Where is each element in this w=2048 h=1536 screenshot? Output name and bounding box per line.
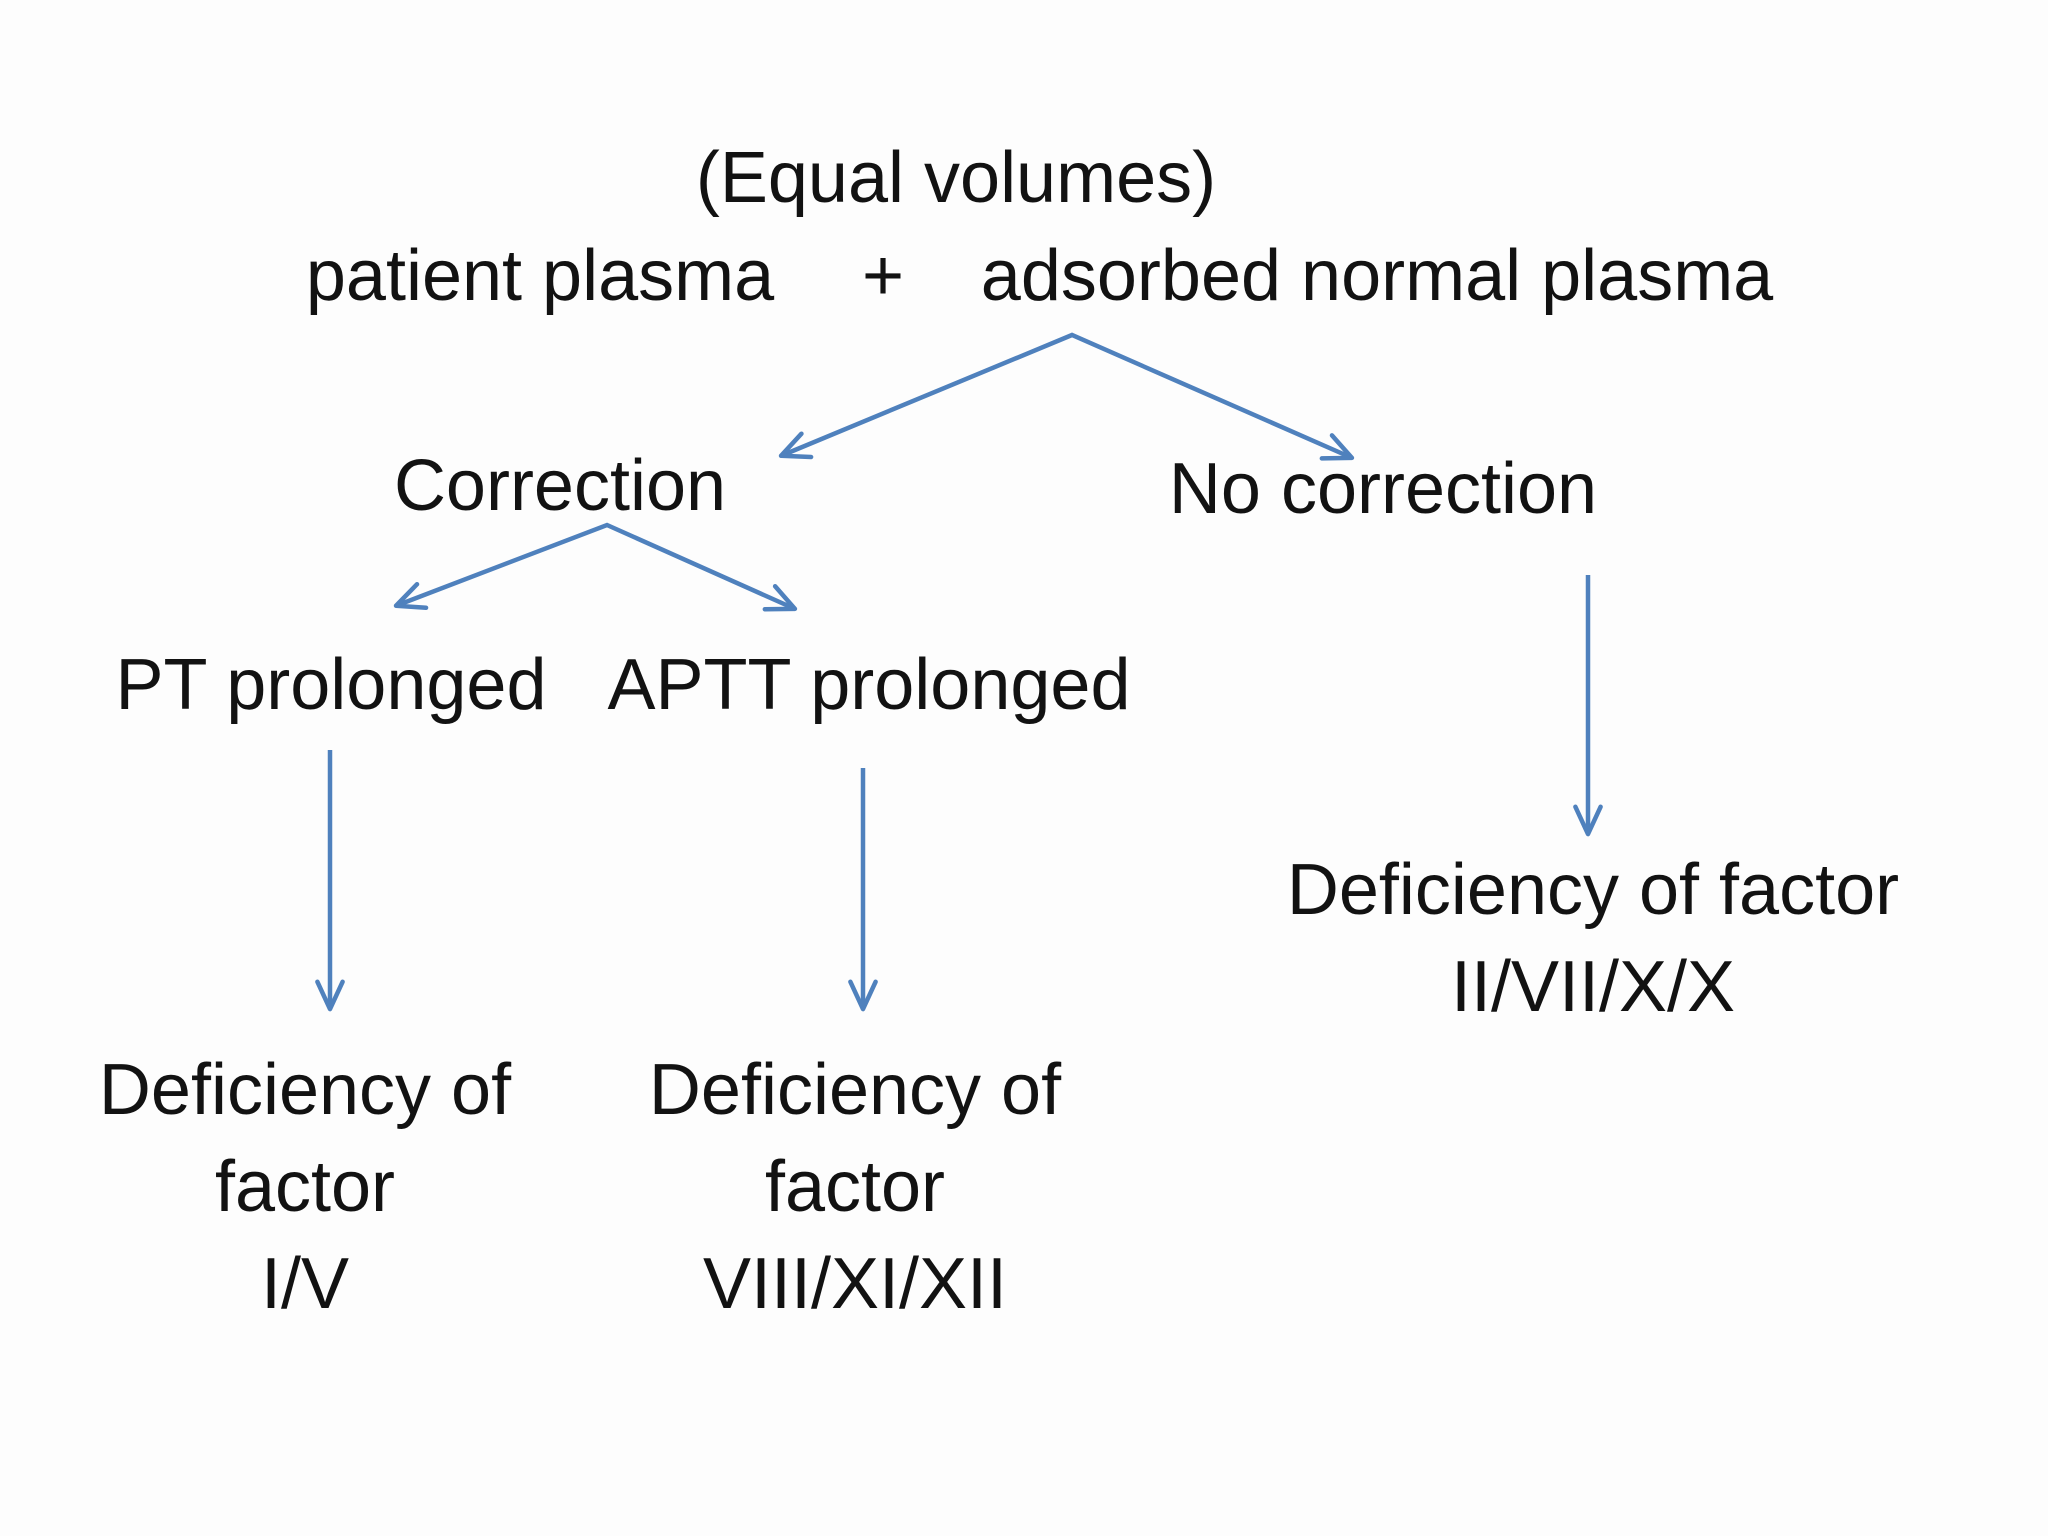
deficiency-pt-node: Deficiency of factor I/V [99,1042,511,1333]
patient-plasma-label: patient plasma [305,236,775,316]
deficiency-nocorrection-line1: Deficiency of factor [1286,850,1900,930]
deficiency-pt-line3: I/V [260,1244,350,1324]
adsorbed-normal-plasma-label: adsorbed normal plasma [980,236,1774,316]
deficiency-pt-line2: factor [214,1147,396,1227]
equal-volumes-label: (Equal volumes) [695,138,1217,218]
branch-arrow-mixture-split [778,332,1355,461]
deficiency-aptt-line3: VIII/XI/XII [702,1244,1008,1324]
correction-node: Correction [393,446,727,526]
deficiency-nocorrection-line2: II/VII/X/X [1450,947,1736,1027]
deficiency-aptt-line2: factor [764,1147,946,1227]
plus-sign: + [861,236,905,316]
pt-prolonged-node: PT prolonged [115,645,547,725]
deficiency-aptt-node: Deficiency of factor VIII/XI/XII [649,1042,1061,1333]
deficiency-pt-line1: Deficiency of [98,1050,512,1130]
branch-arrow-correction-split [393,522,798,612]
deficiency-aptt-line1: Deficiency of [648,1050,1062,1130]
deficiency-nocorrection-node: Deficiency of factor II/VII/X/X [1287,842,1899,1036]
aptt-prolonged-node: APTT prolonged [607,645,1131,725]
no-correction-node: No correction [1168,449,1598,529]
